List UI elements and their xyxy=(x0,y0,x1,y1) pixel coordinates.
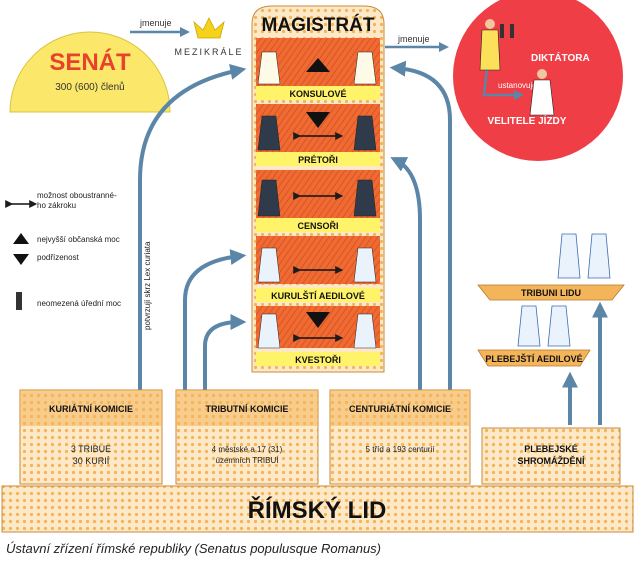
office-label: CENSOŘI xyxy=(297,220,338,231)
office-label: KURULŠTÍ AEDILOVÉ xyxy=(271,290,365,301)
roman-people: ŘÍMSKÝ LID xyxy=(1,485,634,533)
plebeian-tribunes: TRIBUNI LIDU xyxy=(477,233,625,301)
centuriate-to-praetors-arrow xyxy=(390,157,422,390)
office-label: KONSULOVÉ xyxy=(289,89,346,99)
dictator-title: DIKTÁTORA xyxy=(531,51,590,64)
appoint-dictator: jmenuje xyxy=(385,34,449,52)
plebeian-aediles: PLEBEJŠTÍ AEDILOVÉ xyxy=(477,305,591,367)
assembly-detail: územních TRIBUÍ xyxy=(216,456,280,465)
assembly-title: TRIBUTNÍ KOMICIE xyxy=(206,404,289,414)
assembly-detail: 30 KURIÍ xyxy=(73,456,110,466)
consul-figure xyxy=(257,51,281,85)
tribal-to-quaestors-arrow xyxy=(203,314,247,390)
assembly-tribal: TRIBUTNÍ KOMICIE 4 městské a 17 (31) úze… xyxy=(175,389,319,485)
cavalry-figure xyxy=(529,79,555,116)
consul-figure xyxy=(353,51,377,85)
fasces-icon xyxy=(16,292,22,310)
cavalry-head xyxy=(537,69,547,79)
senate: SENÁT 300 (600) členů xyxy=(9,31,171,113)
legend-unlimited: neomezená úřední moc xyxy=(37,299,121,308)
tribune-figure xyxy=(557,233,581,279)
office-label: KVESTOŘI xyxy=(295,354,341,365)
crown-icon xyxy=(193,17,225,39)
plebeian-aediles-label: PLEBEJŠTÍ AEDILOVÉ xyxy=(485,353,582,364)
dictator-head xyxy=(485,19,495,29)
aedile-figure xyxy=(257,247,281,283)
assembly-title: PLEBEJSKÉ xyxy=(524,444,578,454)
quaestor-figure xyxy=(353,313,377,349)
highest-power-icon xyxy=(13,233,29,244)
connector-arrows xyxy=(138,60,608,425)
magistrat-title: MAGISTRÁT xyxy=(262,14,375,36)
appoint-cavalry-arrow xyxy=(482,59,524,100)
office-consuls: KONSULOVÉ xyxy=(256,38,380,100)
lex-curiata-label: potvrzují skrz Lex curiata xyxy=(143,241,152,330)
assembly-title: KURIÁTNÍ KOMICIE xyxy=(49,404,133,414)
assembly-curiate: KURIÁTNÍ KOMICIE 3 TRIBUE 30 KURIÍ xyxy=(19,389,163,485)
plebeian-aedile-figure xyxy=(547,305,571,347)
tribal-to-aediles-arrow xyxy=(183,249,247,390)
appoint-interrex: jmenuje MEZIKRÁLE xyxy=(130,17,243,57)
legend: možnost oboustranné- ho zákroku nejvyšší… xyxy=(5,191,121,310)
office-praetors: PRÉTOŘI xyxy=(256,104,380,166)
people-title: ŘÍMSKÝ LID xyxy=(248,496,387,524)
dictator: DIKTÁTORA ustanovuje VELITELE JÍZDY xyxy=(453,0,623,161)
plebeian-aedile-figure xyxy=(517,305,541,347)
caption: Ústavní zřízení římské republiky (Senatu… xyxy=(6,541,382,556)
dictator-figure xyxy=(479,29,501,71)
fasces-icon xyxy=(510,24,514,38)
senate-title: SENÁT xyxy=(49,48,131,76)
assembly-plebeian: PLEBEJSKÉ SHROMÁŽDĚNÍ xyxy=(481,427,621,485)
assembly-detail: 4 městské a 17 (31) xyxy=(212,445,283,454)
aedile-figure xyxy=(353,247,377,283)
quaestor-figure xyxy=(257,313,281,349)
legend-both-ways-2: ho zákroku xyxy=(37,201,76,210)
legend-subordinate: podřízenost xyxy=(37,253,80,262)
legend-highest: nejvyšší občanská moc xyxy=(37,235,120,244)
curiate-to-consuls-arrow xyxy=(138,64,247,390)
tribunes-label: TRIBUNI LIDU xyxy=(521,288,581,298)
assembly-centuriate: CENTURIÁTNÍ KOMICIE 5 tříd a 193 centuri… xyxy=(329,389,471,485)
assembly-detail: 3 TRIBUE xyxy=(71,444,111,454)
interrex-label: MEZIKRÁLE xyxy=(174,47,243,57)
censor-figure xyxy=(353,179,377,217)
senate-members: 300 (600) členů xyxy=(55,81,125,93)
dictator-appoints: ustanovuje xyxy=(498,81,537,90)
censor-figure xyxy=(257,179,281,217)
assembly-title: CENTURIÁTNÍ KOMICIE xyxy=(349,404,451,414)
magistrat-tower: MAGISTRÁT KONSULOVÉ PRÉTOŘI xyxy=(251,5,385,373)
subordinate-icon xyxy=(306,312,330,328)
office-quaestors: KVESTOŘI xyxy=(256,306,380,366)
highest-power-icon xyxy=(306,58,330,72)
legend-both-ways-1: možnost oboustranné- xyxy=(37,191,117,200)
office-censors: CENSOŘI xyxy=(256,170,380,232)
praetor-figure xyxy=(257,115,281,151)
office-curule-aediles: KURULŠTÍ AEDILOVÉ xyxy=(256,236,380,302)
tribune-figure xyxy=(587,233,611,279)
subordinate-icon xyxy=(306,112,330,128)
office-label: PRÉTOŘI xyxy=(298,154,338,165)
cavalry-title: VELITELE JÍZDY xyxy=(488,114,567,127)
subordinate-icon xyxy=(13,254,29,265)
assembly-detail: 5 tříd a 193 centurií xyxy=(366,445,436,454)
appoint-label: jmenuje xyxy=(139,18,172,28)
assembly-detail: SHROMÁŽDĚNÍ xyxy=(518,455,585,466)
fasces-icon xyxy=(500,24,504,38)
centuriate-to-consuls-arrow xyxy=(389,60,452,390)
praetor-figure xyxy=(353,115,377,151)
appoint-dictator-label: jmenuje xyxy=(397,34,430,44)
